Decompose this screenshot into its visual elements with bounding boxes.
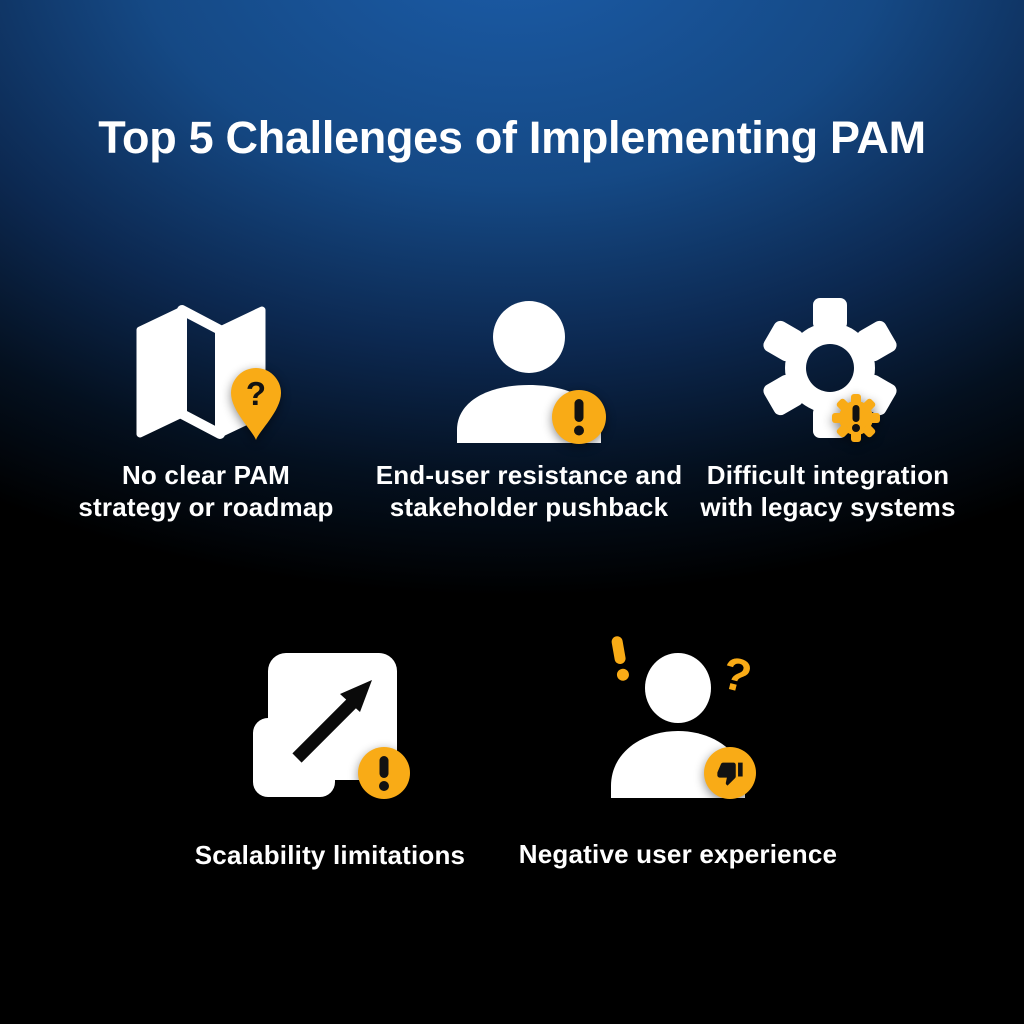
challenge-item-integration: Difficult integration with legacy system… [638,298,1018,523]
exclamation-mark-glyph [379,756,389,791]
challenge-label: Difficult integration with legacy system… [700,460,956,522]
confused-user-thumbs-down-icon: ? [611,636,757,799]
challenge-label: End-user resistance and stakeholder push… [375,460,683,522]
exclamation-mark-glyph [852,405,860,432]
page-title: Top 5 Challenges of Implementing PAM [98,112,926,163]
gear-alert-icon [763,298,897,442]
challenge-item-scalability: Scalability limitations [140,650,520,872]
expand-alert-icon [253,653,410,799]
challenge-label: Scalability limitations [194,840,466,870]
challenge-item-resistance: End-user resistance and stakeholder push… [339,298,719,523]
question-pin-badge: ? [231,368,281,440]
question-mark-glyph: ? [246,375,266,412]
user-exclamation-icon [457,301,606,444]
gear-shape [763,298,897,438]
exclamation-mark-glyph [574,399,584,436]
question-mark-glyph: ? [717,646,757,703]
challenge-item-no-strategy: ? No clear PAM strategy or roadmap [16,296,396,523]
alert-gear-badge [832,394,880,442]
challenge-label: No clear PAM strategy or roadmap [78,460,334,522]
expand-arrow [292,680,372,763]
map-question-pin-icon: ? [136,305,281,440]
exclamation-mark-glyph [611,636,629,681]
exclamation-badge [552,390,606,444]
challenge-item-negative-ux: ? Negative user experience [488,628,868,871]
challenge-label: Negative user experience [518,839,838,869]
thumbs-down-glyph [717,762,743,786]
thumbs-down-badge [704,747,756,799]
exclamation-badge [358,747,410,799]
